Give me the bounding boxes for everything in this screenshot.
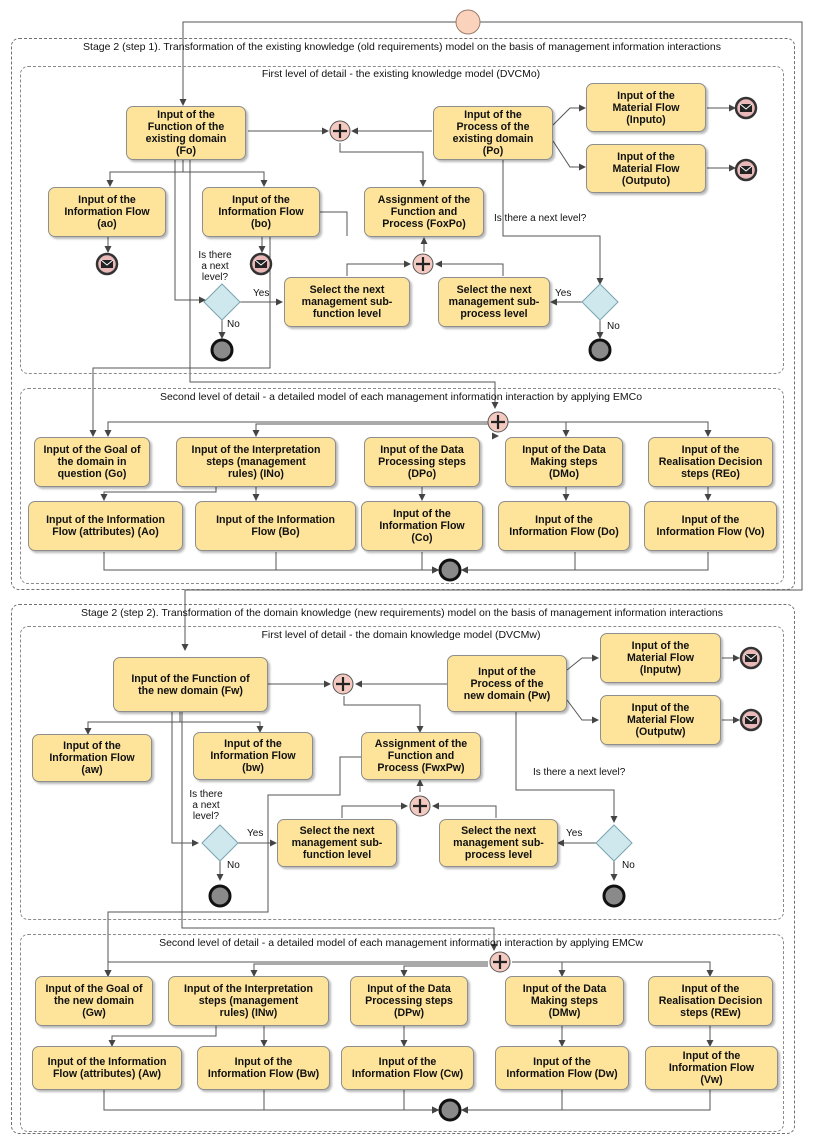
message-end-outputw-icon [739,708,763,732]
task-sub-function-stage1[interactable]: Select the next management sub- function… [284,277,410,327]
yes-label-s1-function: Yes [253,288,270,299]
task-flow-do[interactable]: Input of the Information Flow (Do) [498,501,630,551]
task-sub-process-stage2[interactable]: Select the next management sub- process … [439,819,558,867]
task-info-ao[interactable]: Input of the Information Flow (ao) [48,187,166,237]
stage1-level1-title: First level of detail - the existing kno… [261,68,541,80]
stage2-title: Stage 2 (step 2). Transformation of the … [80,607,723,619]
task-sub-function-stage2[interactable]: Select the next management sub- function… [277,819,397,867]
gateway-stage2-function [201,824,239,862]
no-label-s2-function: No [227,860,240,871]
gateway-stage2-process [595,824,633,862]
no-label-s1-function: No [227,319,240,330]
task-flow-co[interactable]: Input of the Information Flow (Co) [361,501,483,551]
task-sub-process-stage1[interactable]: Select the next management sub- process … [438,277,550,327]
message-end-ao-icon [95,252,119,276]
task-interpretation-inw[interactable]: Input of the Interpretation steps (manag… [168,976,329,1026]
question-next-level-s1-process: Is there a next level? [494,213,587,224]
task-process-existing[interactable]: Input of the Process of the existing dom… [433,106,553,160]
task-data-processing-dpw[interactable]: Input of the Data Processing steps (DPw) [350,976,468,1026]
task-info-bw[interactable]: Input of the Information Flow (bw) [193,732,313,780]
gateway-stage1-function [203,283,241,321]
question-next-level-s2-function: Is there a next level? [189,789,223,822]
stage2-container [11,604,795,1134]
yes-label-s1-process: Yes [555,288,572,299]
task-function-new[interactable]: Input of the Function of the new domain … [113,657,268,712]
stage2-level1-container [20,626,784,920]
end-event-stage1-l2 [438,558,462,582]
stage2-level2-title: Second level of detail - a detailed mode… [159,937,643,949]
yes-label-s2-function: Yes [247,828,264,839]
stage1-title: Stage 2 (step 1). Transformation of the … [83,41,721,53]
task-assignment-foxpo[interactable]: Assignment of the Function and Process (… [364,187,484,237]
stage1-level2-container [20,388,784,584]
stage1-level1-container [20,66,784,374]
task-material-inputo[interactable]: Input of the Material Flow (Inputo) [586,83,706,132]
message-end-inputo-icon [734,96,758,120]
task-function-existing[interactable]: Input of the Function of the existing do… [126,106,246,160]
task-flow-attributes-ao[interactable]: Input of the Information Flow (attribute… [28,501,183,551]
stage2-level1-title: First level of detail - the domain knowl… [261,629,541,641]
yes-label-s2-process: Yes [566,828,583,839]
task-goal-gw[interactable]: Input of the Goal of the new domain (Gw) [35,976,153,1026]
gateway-stage1-process [581,283,619,321]
stage2-level2-container [20,934,784,1132]
end-event-stage1-process [588,338,612,362]
task-interpretation-ino[interactable]: Input of the Interpretation steps (manag… [176,437,336,487]
stage1-level2-title: Second level of detail - a detailed mode… [159,391,643,403]
message-end-inputw-icon [739,646,763,670]
no-label-s1-process: No [607,321,620,332]
task-material-outputo[interactable]: Input of the Material Flow (Outputo) [586,144,706,193]
end-event-stage2-process [602,884,626,908]
end-event-stage2-function [208,884,232,908]
task-realisation-reo[interactable]: Input of the Realisation Decision steps … [648,437,773,487]
task-flow-attributes-aw[interactable]: Input of the Information Flow (attribute… [32,1046,182,1090]
task-material-inputw[interactable]: Input of the Material Flow (Inputw) [600,633,721,683]
start-event [455,9,481,35]
task-data-processing-dpo[interactable]: Input of the Data Processing steps (DPo) [364,437,480,487]
task-data-making-dmw[interactable]: Input of the Data Making steps (DMw) [505,976,624,1026]
no-label-s2-process: No [622,860,635,871]
task-info-bo[interactable]: Input of the Information Flow (bo) [202,187,320,237]
task-info-aw[interactable]: Input of the Information Flow (aw) [32,734,152,782]
message-end-outputo-icon [734,158,758,182]
end-event-stage1-function [210,338,234,362]
task-goal-go[interactable]: Input of the Goal of the domain in quest… [34,437,150,487]
message-end-bo-icon [249,252,273,276]
task-assignment-fwxpw[interactable]: Assignment of the Function and Process (… [361,732,481,780]
stage1-container [11,38,795,590]
task-material-outputw[interactable]: Input of the Material Flow (Outputw) [600,695,721,745]
question-next-level-s2-process: Is there a next level? [533,767,626,778]
task-flow-bw[interactable]: Input of the Information Flow (Bw) [197,1046,330,1090]
task-flow-vo[interactable]: Input of the Information Flow (Vo) [644,501,777,551]
task-realisation-rew[interactable]: Input of the Realisation Decision steps … [648,976,773,1026]
task-flow-dw[interactable]: Input of the Information Flow (Dw) [495,1046,629,1090]
task-data-making-dmo[interactable]: Input of the Data Making steps (DMo) [505,437,623,487]
task-process-new[interactable]: Input of the Process of the new domain (… [447,655,567,712]
task-flow-vw[interactable]: Input of the Information Flow (Vw) [645,1046,778,1090]
task-flow-cw[interactable]: Input of the Information Flow (Cw) [341,1046,474,1090]
end-event-stage2-l2 [438,1098,462,1122]
task-flow-bo[interactable]: Input of the Information Flow (Bo) [195,501,356,551]
question-next-level-s1-function: Is there a next level? [198,250,232,283]
